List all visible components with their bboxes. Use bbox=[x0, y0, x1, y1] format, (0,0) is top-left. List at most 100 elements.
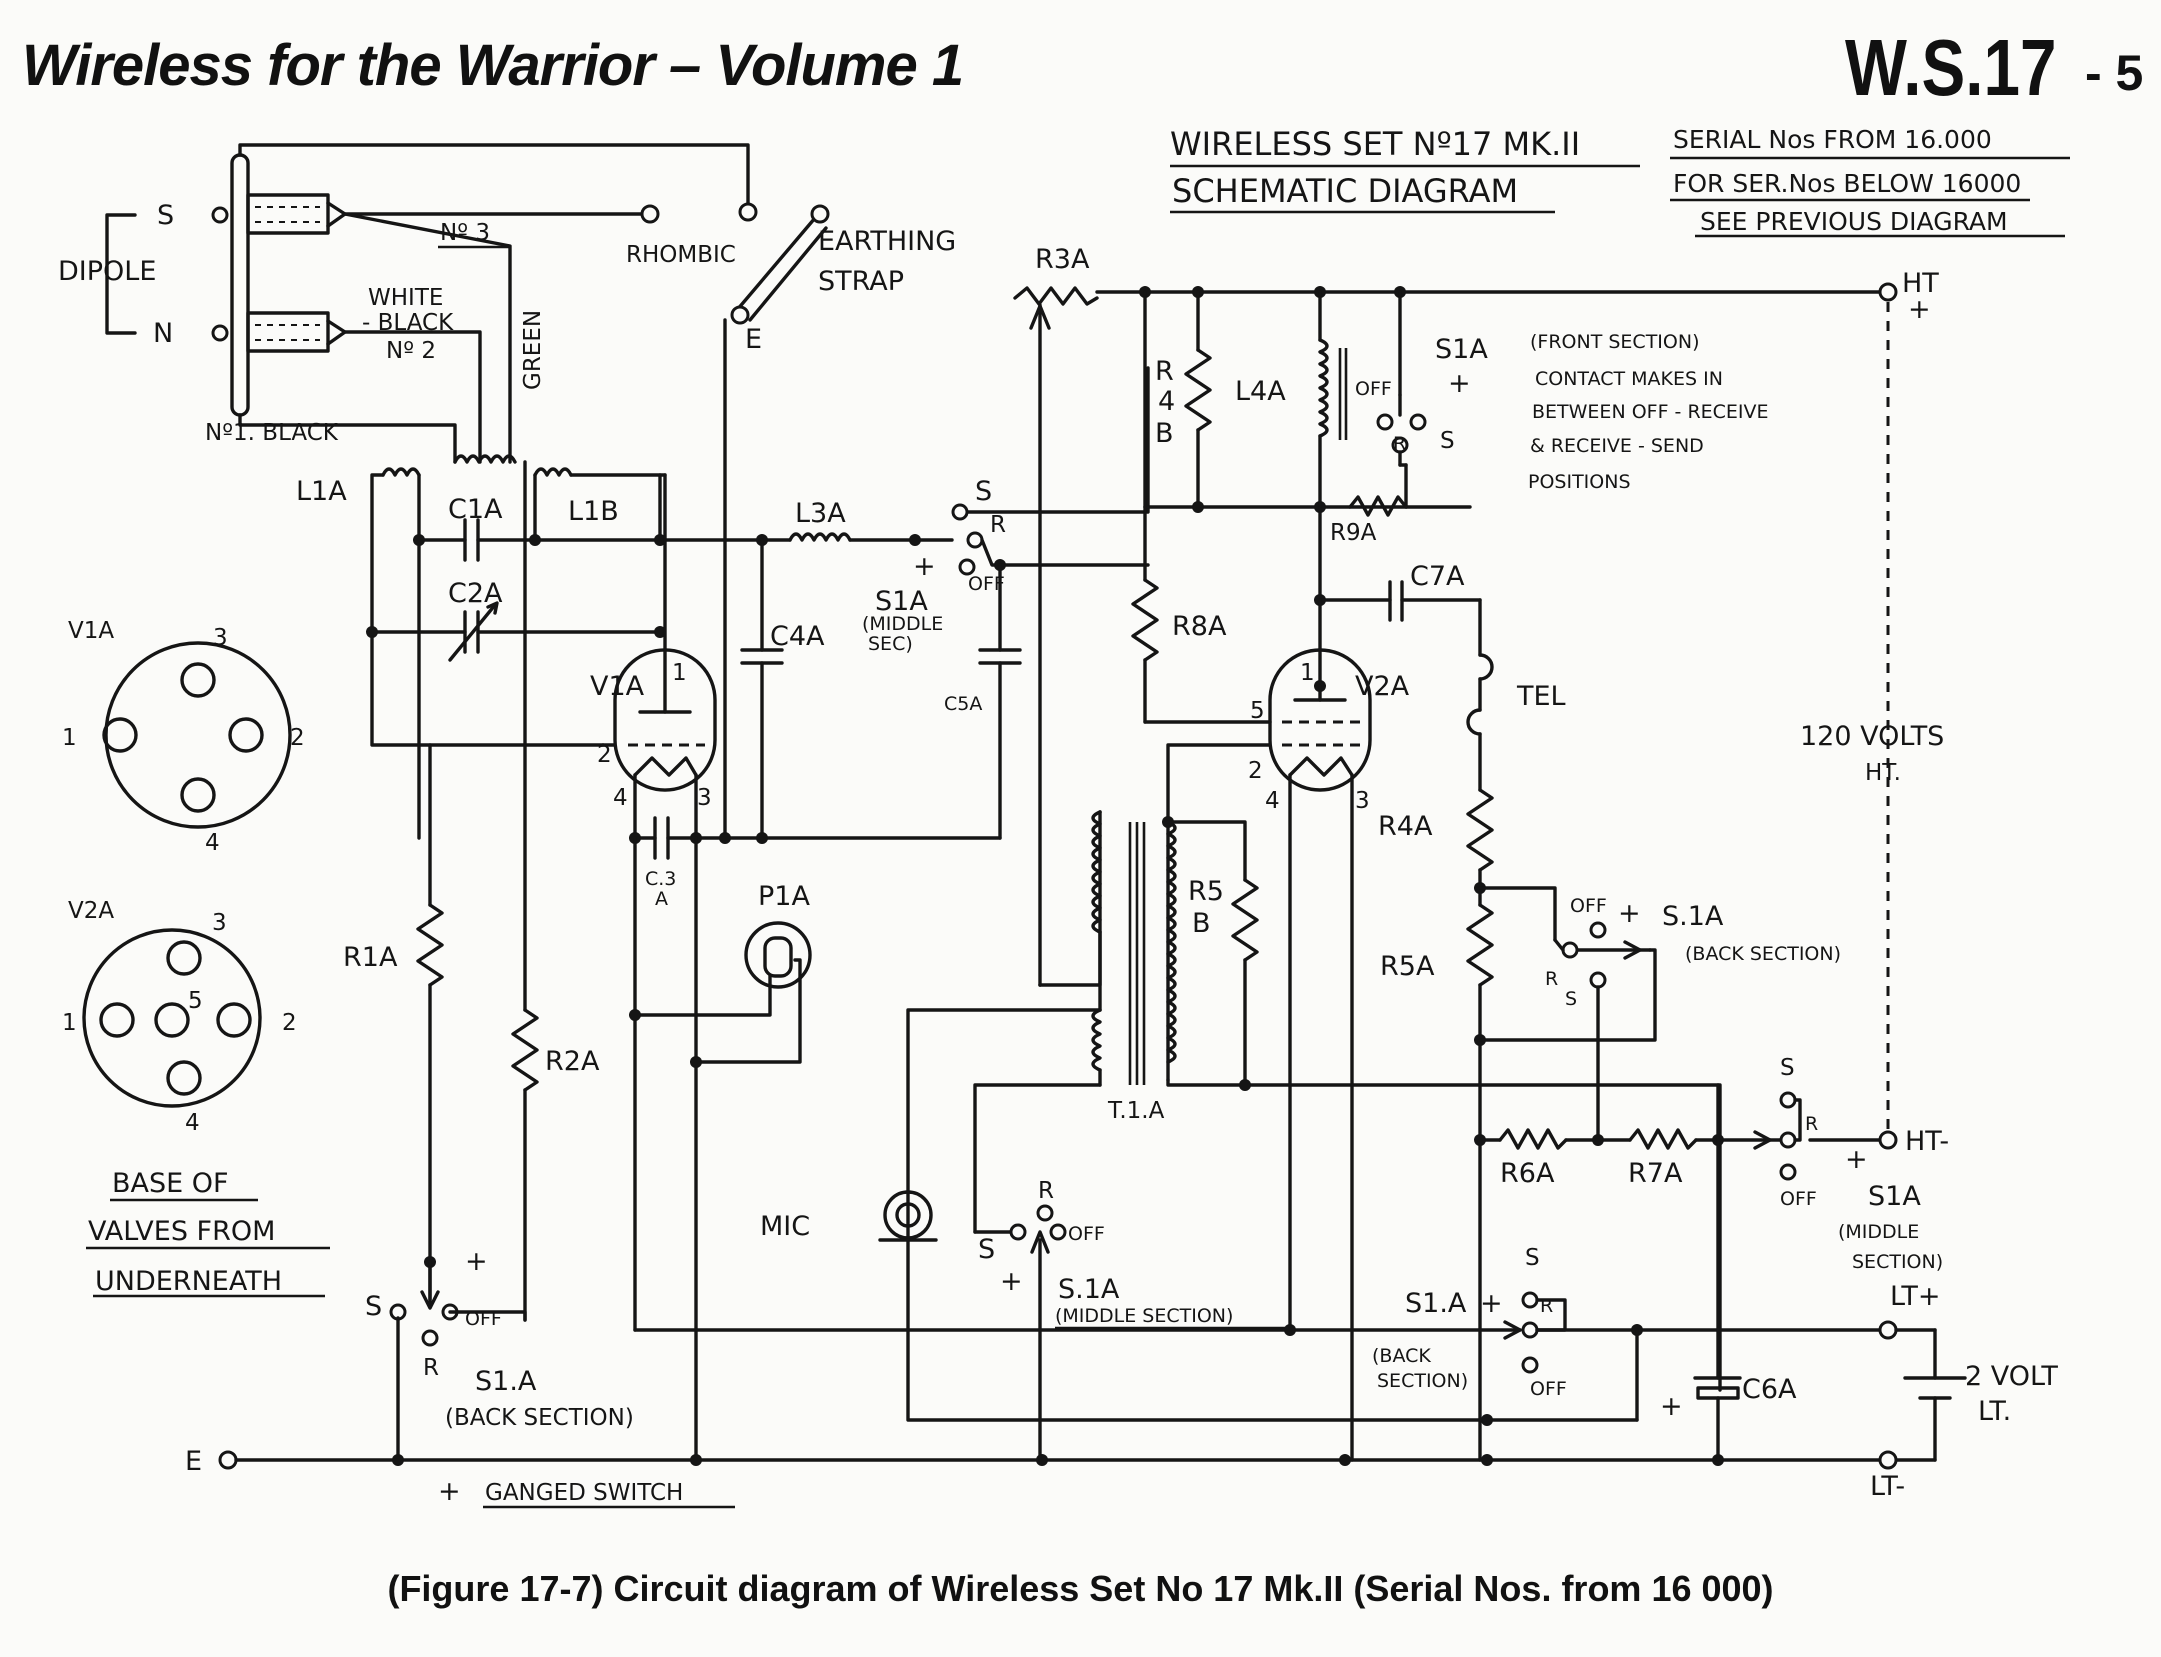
s1a-r5-off: OFF bbox=[1570, 895, 1607, 917]
t1a-transformer: R5 B T.1.A bbox=[906, 810, 1722, 1422]
lt-minus-label: LT- bbox=[1870, 1471, 1905, 1502]
s1a-bl-label: S1.A bbox=[475, 1366, 537, 1397]
front-note-3: BETWEEN OFF - RECEIVE bbox=[1532, 401, 1769, 423]
r4b-label-2: 4 bbox=[1158, 386, 1175, 417]
s1a-ht-r: R bbox=[1805, 1113, 1818, 1135]
c3a-p1a: C.3 A P1A bbox=[629, 816, 1002, 1462]
s1a-mid-off: OFF bbox=[968, 573, 1005, 595]
v2a-label: V2A bbox=[1355, 671, 1410, 702]
s1a-front-mark: + bbox=[1448, 368, 1471, 399]
r7a-label: R7A bbox=[1628, 1158, 1683, 1189]
strap-label: STRAP bbox=[818, 266, 904, 297]
s1a-mid2-s: S bbox=[978, 1234, 995, 1265]
s1a-bm-section-2: SECTION) bbox=[1377, 1370, 1468, 1392]
s1a-mid2-r: R bbox=[1038, 1178, 1054, 1204]
r3a-label: R3A bbox=[1035, 244, 1090, 275]
green-label: GREEN bbox=[520, 310, 546, 390]
c3a-label-2: A bbox=[655, 888, 668, 910]
s1a-bm-label: S1.A bbox=[1405, 1288, 1467, 1319]
r6a-label: R6A bbox=[1500, 1158, 1555, 1189]
serial-note-2: FOR SER.Nos BELOW 16000 bbox=[1673, 169, 2021, 198]
tuning-capacitors: C1A C2A bbox=[366, 494, 762, 662]
c6a-plus: + bbox=[1660, 1391, 1683, 1422]
s1a-r5-mark: + bbox=[1618, 898, 1641, 929]
s1a-bl-s: S bbox=[365, 1291, 382, 1322]
s1a-r5-label: S.1A bbox=[1662, 901, 1724, 932]
volts-ht-label: HT. bbox=[1865, 760, 1901, 786]
r6a-r7a-ht-minus: R6A R7A S R OFF + HT- S1A (MIDDLE SECTIO… bbox=[1474, 1055, 1949, 1273]
black-label: - BLACK bbox=[362, 310, 454, 336]
v1a-base-p1: 1 bbox=[62, 725, 77, 751]
mic-section: MIC R S OFF + S.1A (MIDDLE SECTION) bbox=[760, 1178, 1290, 1462]
lt-plus-label: LT+ bbox=[1890, 1281, 1940, 1312]
s1a-r5-r: R bbox=[1545, 968, 1558, 990]
l3a-label: L3A bbox=[795, 498, 846, 529]
r1a-r2a: R1A R2A + OFF S R S1.A (BACK SECTION) bbox=[343, 460, 634, 1462]
s1a-ht-s: S bbox=[1780, 1055, 1795, 1081]
l4a-label: L4A bbox=[1235, 376, 1286, 407]
diagram-title: WIRELESS SET Nº17 MK.II bbox=[1170, 125, 1580, 163]
r4b-label-3: B bbox=[1155, 418, 1174, 449]
tel-label: TEL bbox=[1516, 681, 1566, 712]
figure-caption: (Figure 17-7) Circuit diagram of Wireles… bbox=[387, 1568, 1774, 1609]
base-note-1: BASE OF bbox=[112, 1168, 229, 1199]
v1a-base-label: V1A bbox=[68, 618, 114, 644]
s1a-ht-section-1: (MIDDLE bbox=[1838, 1221, 1919, 1243]
diagram-title-block: WIRELESS SET Nº17 MK.II SCHEMATIC DIAGRA… bbox=[1170, 125, 2070, 238]
front-note-1: (FRONT SECTION) bbox=[1530, 331, 1699, 353]
serial-note-1: SERIAL Nos FROM 16.000 bbox=[1673, 125, 1992, 154]
antenna-section: DIPOLE S N Nº 3 GREEN bbox=[58, 143, 956, 840]
s1a-bm-s: S bbox=[1525, 1245, 1540, 1271]
v2a-pin2: 2 bbox=[1248, 758, 1263, 784]
s1a-bm-off: OFF bbox=[1530, 1378, 1567, 1400]
white-label: WHITE bbox=[368, 285, 443, 311]
s1a-bl-r: R bbox=[423, 1355, 439, 1381]
front-note-5: POSITIONS bbox=[1528, 471, 1631, 493]
base-note-3: UNDERNEATH bbox=[95, 1266, 282, 1297]
s1a-mid2-off: OFF bbox=[1068, 1223, 1105, 1245]
front-note-2: CONTACT MAKES IN bbox=[1535, 368, 1723, 390]
s1a-bm-section-1: (BACK bbox=[1372, 1345, 1431, 1367]
v2a-pin1: 1 bbox=[1300, 660, 1315, 686]
r5b-label-2: B bbox=[1192, 908, 1211, 939]
s1a-mid-mark: + bbox=[913, 551, 936, 582]
s1a-front-r: R bbox=[1393, 433, 1406, 455]
no1-black-label: Nº1. BLACK bbox=[205, 420, 339, 446]
no2-label: Nº 2 bbox=[386, 338, 436, 364]
s1a-ht-off: OFF bbox=[1780, 1188, 1817, 1210]
v1a-pin2: 2 bbox=[597, 742, 612, 768]
r1a-label: R1A bbox=[343, 942, 398, 973]
t1a-label: T.1.A bbox=[1107, 1098, 1165, 1124]
valve-v2a: V2A 1 5 2 4 3 bbox=[1166, 598, 1410, 1462]
v1a-base-p3: 3 bbox=[213, 625, 228, 651]
v2a-base-p5: 5 bbox=[188, 988, 203, 1014]
c4a-label: C4A bbox=[770, 621, 825, 652]
s1a-front-off: OFF bbox=[1355, 378, 1392, 400]
ht-plus-label: HT bbox=[1902, 268, 1939, 299]
c5a-label: C5A bbox=[944, 693, 982, 715]
s1a-mid2-section: (MIDDLE SECTION) bbox=[1055, 1305, 1233, 1327]
r5b-label: R5 bbox=[1188, 876, 1224, 907]
c7a-label: C7A bbox=[1410, 561, 1465, 592]
page-number: - 5 bbox=[2085, 45, 2144, 101]
set-code: W.S.17 bbox=[1845, 23, 2057, 112]
ht-rail: HT + R3A 120 VOLTS HT. bbox=[1013, 244, 1944, 1130]
v1a-base-p4: 4 bbox=[205, 830, 220, 856]
volt2-label: 2 VOLT bbox=[1965, 1361, 2058, 1392]
v2a-base-p2: 2 bbox=[282, 1010, 297, 1036]
v1a-pin4: 4 bbox=[613, 785, 628, 811]
earthing-label: EARTHING bbox=[818, 226, 956, 257]
dipole-s-label: S bbox=[157, 200, 174, 231]
s1a-front-s: S bbox=[1440, 428, 1455, 454]
s1a-mid-r: R bbox=[990, 512, 1006, 538]
volts-label: 120 VOLTS bbox=[1800, 721, 1944, 752]
ganged-switch-mark: + bbox=[438, 1476, 461, 1507]
lt-section: S R OFF S1.A + (BACK SECTION) C6A + bbox=[633, 1083, 2058, 1502]
s1a-mid-note: (MIDDLE bbox=[862, 613, 943, 635]
ht-minus-label: HT- bbox=[1905, 1126, 1949, 1157]
r5a-back-switch: OFF + R S S.1A (BACK SECTION) bbox=[1478, 886, 1841, 1142]
ganged-switch-label: GANGED SWITCH bbox=[485, 1480, 683, 1506]
c3a-label: C.3 bbox=[645, 868, 676, 890]
c6a-label: C6A bbox=[1742, 1374, 1797, 1405]
